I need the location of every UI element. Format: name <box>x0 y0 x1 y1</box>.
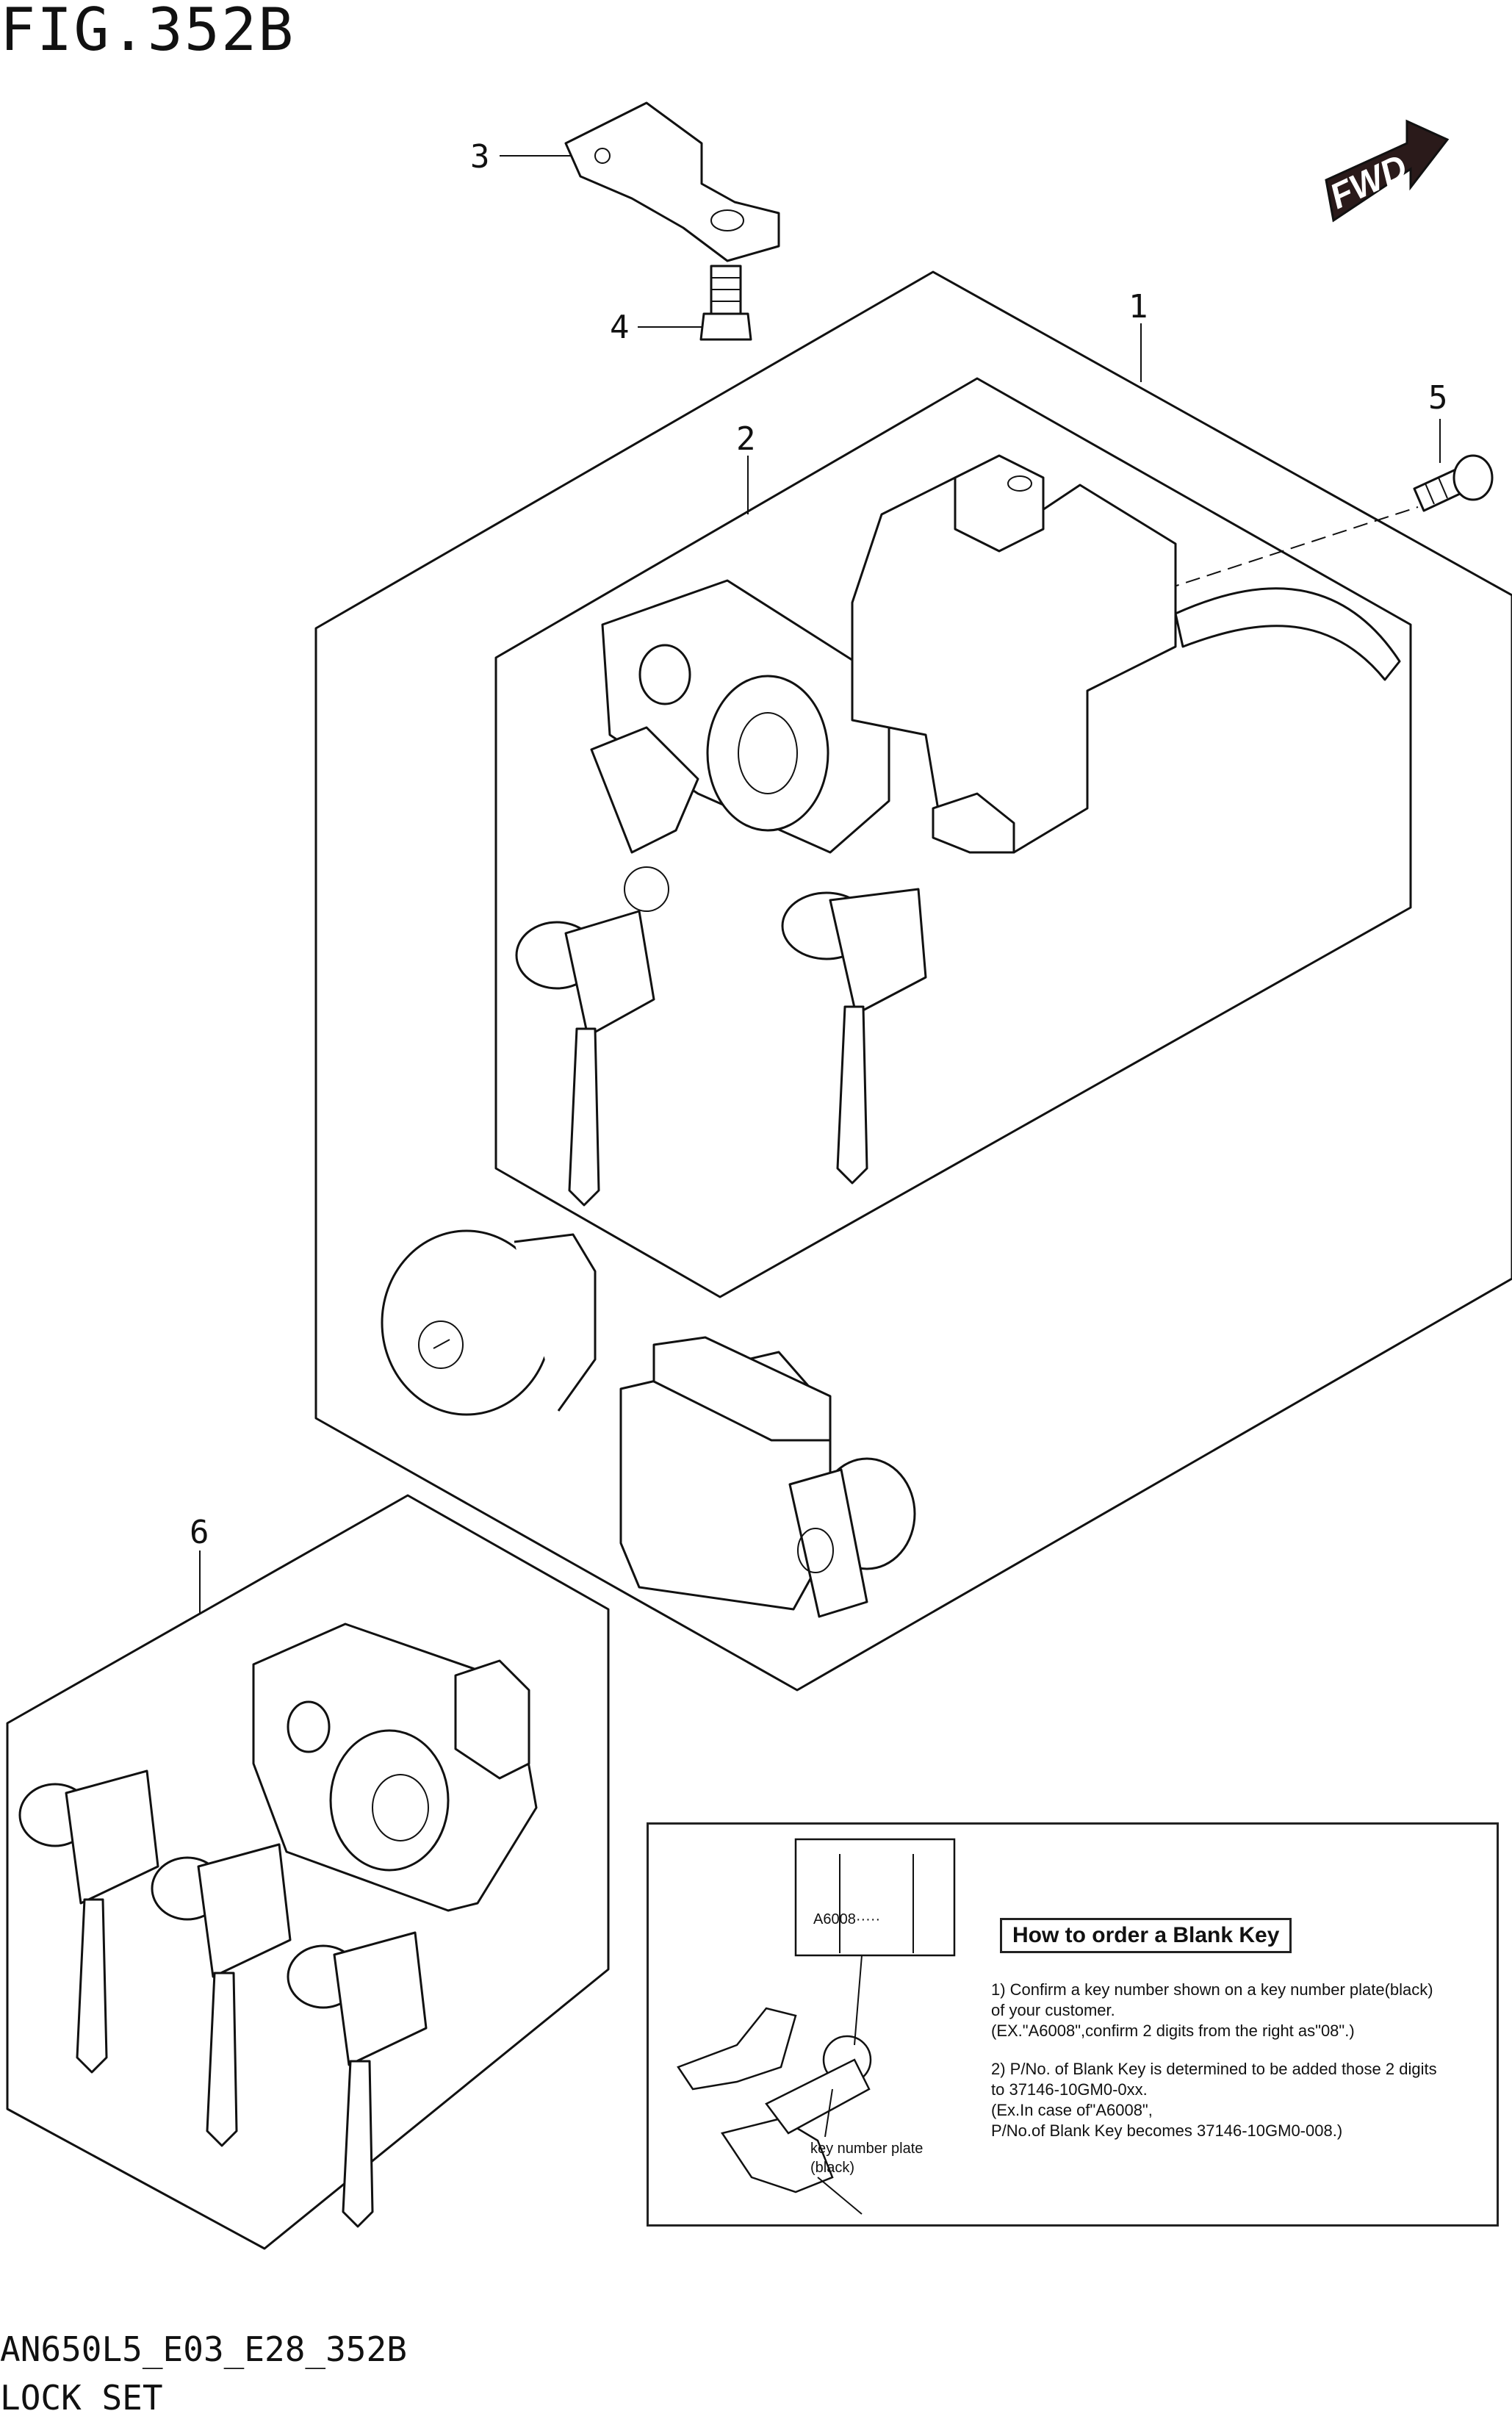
figure-title: FIG.352B <box>0 0 295 64</box>
ignition-switch-part <box>515 454 1401 1207</box>
plate-value: A6008····· <box>813 1911 881 1927</box>
key-number-plate-illustration <box>677 1838 956 2215</box>
key-plate-color-text: (black) <box>810 2160 855 2176</box>
key-set-part <box>18 1623 538 2228</box>
note-line-6: (Ex.In case of"A6008", <box>991 2101 1153 2119</box>
bracket-part <box>564 101 780 262</box>
note-line-4: 2) P/No. of Blank Key is determined to b… <box>991 2060 1437 2078</box>
key-set-boundary <box>6 1494 610 2250</box>
callout-5: 5 <box>1428 379 1448 417</box>
callout-2: 2 <box>736 420 756 458</box>
bolt-part <box>699 265 752 341</box>
figure-name: LOCK SET <box>0 2378 163 2418</box>
callout-6: 6 <box>190 1514 209 1551</box>
plate-callout-frame <box>794 1838 956 1957</box>
lid-lock-part <box>619 1336 916 1618</box>
key-plate-label-text: key number plate <box>810 2141 924 2157</box>
note-title: How to order a Blank Key <box>1000 1918 1292 1953</box>
note-line-3: (EX."A6008",confirm 2 digits from the ri… <box>991 2022 1355 2040</box>
svg-text:FWD: FWD <box>1324 148 1413 217</box>
screw-part <box>1413 454 1494 512</box>
seat-lock-part <box>381 1229 597 1416</box>
note-line-5: to 37146-10GM0-0xx. <box>991 2080 1148 2099</box>
key-number-plate-label: key number plate (black) <box>810 2139 923 2177</box>
note-line-1: 1) Confirm a key number shown on a key n… <box>991 1980 1433 1999</box>
figure-code: AN650L5_E03_E28_352B <box>0 2329 407 2369</box>
callout-1: 1 <box>1128 288 1148 326</box>
note-line-7: P/No.of Blank Key becomes 37146-10GM0-00… <box>991 2121 1343 2140</box>
ignition-switch-boundary <box>494 377 1412 1298</box>
fwd-arrow-icon: FWD <box>1324 119 1450 223</box>
lock-set-boundary <box>314 270 1512 1692</box>
blank-key-note: A6008····· key number plate (black) How … <box>647 1822 1499 2227</box>
note-line-2: of your customer. <box>991 2001 1115 2019</box>
callout-4: 4 <box>610 309 630 346</box>
callout-3: 3 <box>470 138 490 176</box>
